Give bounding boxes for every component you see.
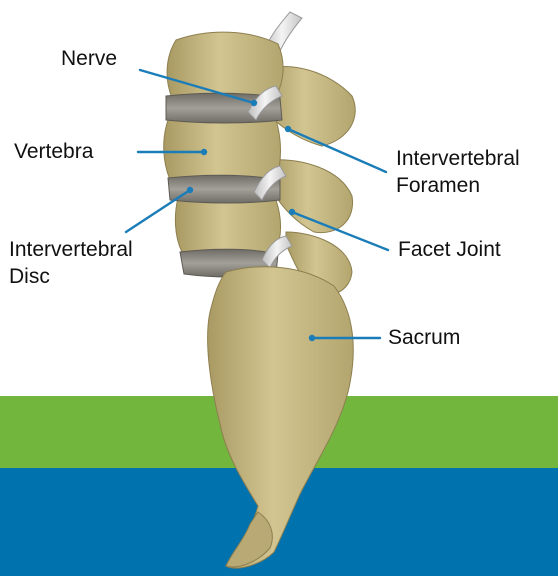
facet-joint-leader bbox=[289, 209, 388, 250]
intervertebral-disc-label-line1: Intervertebral bbox=[9, 238, 133, 262]
sacrum-leader bbox=[309, 335, 380, 341]
facet-joint-label: Facet Joint bbox=[398, 238, 501, 262]
vertebra-label: Vertebra bbox=[14, 140, 93, 164]
disc-leader bbox=[126, 187, 193, 232]
intervertebral-foramen-label-line2: Foramen bbox=[396, 174, 480, 198]
sacrum-label: Sacrum bbox=[388, 326, 460, 350]
vertebra-leader bbox=[138, 149, 207, 155]
intervertebral-disc-label-line2: Disc bbox=[9, 265, 50, 289]
nerve-leader bbox=[140, 70, 257, 106]
intervertebral-foramen-label-line1: Intervertebral bbox=[396, 147, 520, 171]
nerve-label: Nerve bbox=[61, 47, 117, 71]
foramen-leader bbox=[285, 126, 386, 172]
